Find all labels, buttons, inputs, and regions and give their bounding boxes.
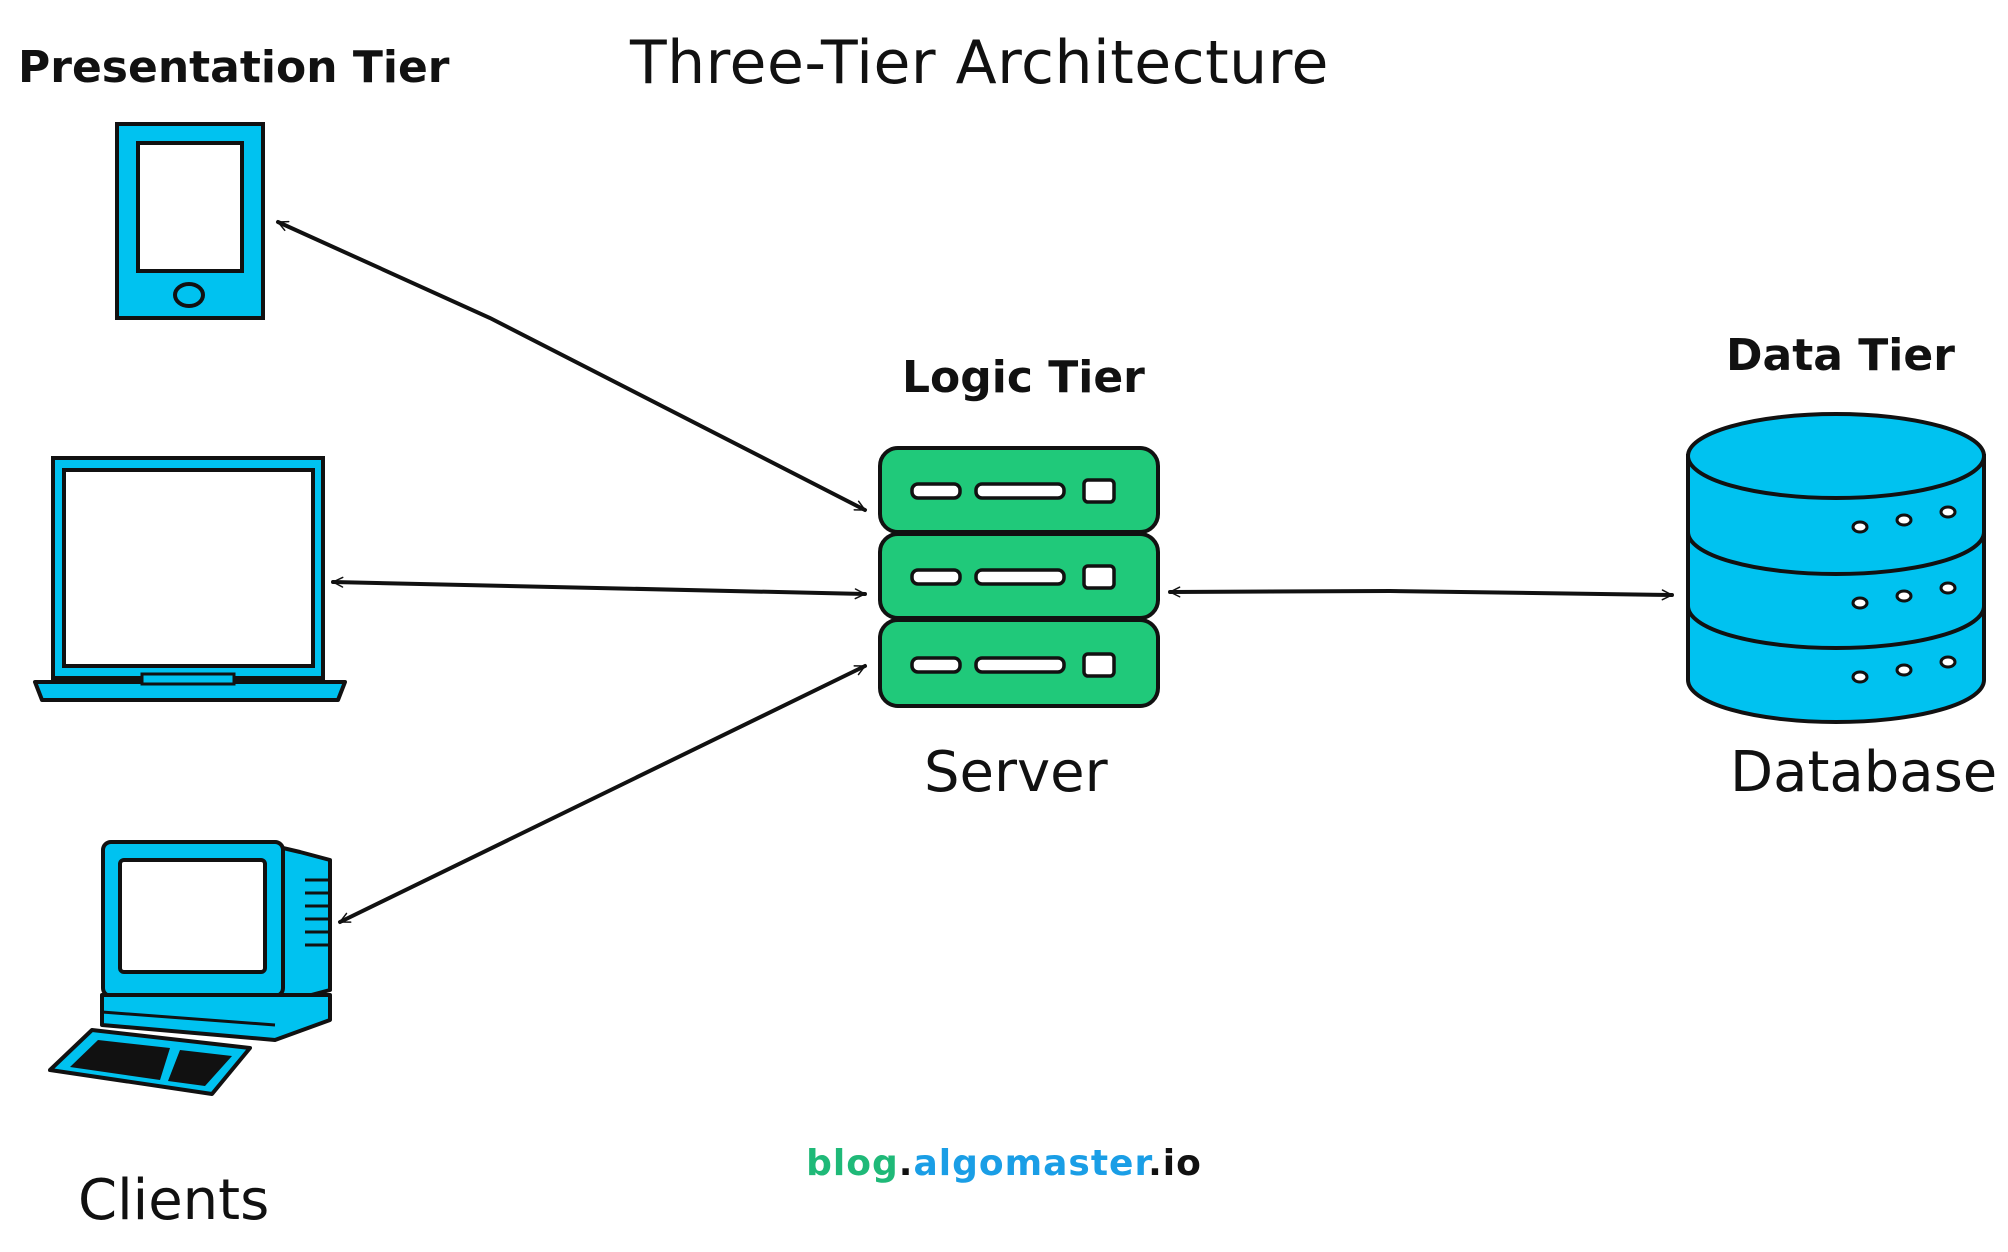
watermark-dot-1: .: [898, 1143, 914, 1184]
tablet-server-arrow: [276, 220, 867, 512]
watermark: blog.algomaster.io: [0, 1143, 2008, 1184]
desktop-computer-icon: [48, 840, 332, 1096]
server-rack-icon: [878, 446, 1160, 708]
watermark-dot-2: .: [1148, 1143, 1163, 1184]
database-icon: [1686, 412, 1986, 724]
tablet-icon: [115, 122, 265, 320]
clients-caption: Clients: [78, 1168, 270, 1233]
watermark-io: io: [1162, 1143, 1202, 1184]
watermark-blog: blog: [806, 1143, 899, 1184]
server-database-arrow: [1168, 586, 1674, 601]
presentation-tier-label: Presentation Tier: [18, 42, 450, 93]
server-caption: Server: [924, 740, 1108, 805]
laptop-icon: [33, 456, 347, 702]
diagram-title: Three-Tier Architecture: [630, 28, 1329, 98]
watermark-algomaster: algomaster: [913, 1143, 1149, 1184]
database-caption: Database: [1730, 740, 1998, 805]
logic-tier-label: Logic Tier: [902, 352, 1145, 403]
laptop-server-arrow: [331, 576, 867, 600]
desktop-server-arrow: [338, 664, 867, 924]
data-tier-label: Data Tier: [1726, 330, 1955, 381]
